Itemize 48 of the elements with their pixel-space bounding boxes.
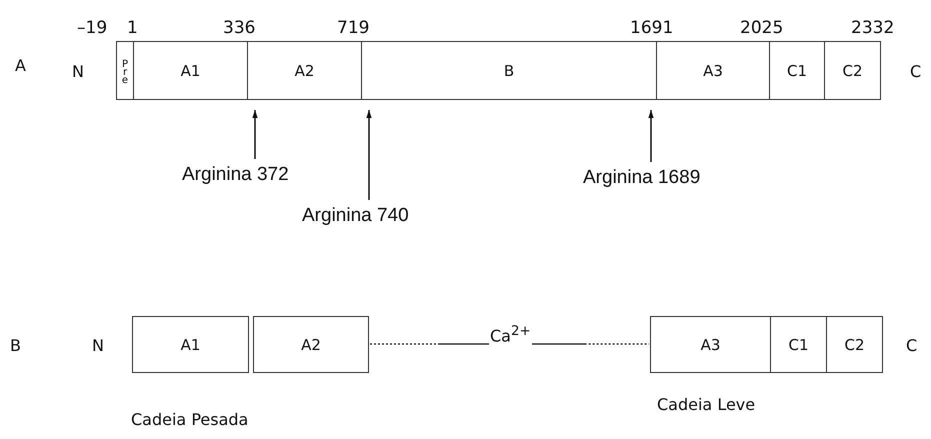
residue-number: 1 (127, 20, 138, 37)
domain-box (361, 41, 657, 100)
cleavage-site-label: Arginina 1689 (583, 168, 700, 187)
connector-line (532, 343, 649, 345)
terminus-label: C (910, 64, 922, 80)
terminus-label: N (72, 64, 84, 80)
ion-label: Ca$^{2+}$ (490, 325, 531, 344)
domain-label: C2 (844, 336, 865, 354)
domain-box (824, 41, 881, 100)
cleavage-site-label: Arginina 372 (182, 165, 289, 184)
domain-label: A1 (180, 62, 200, 80)
connector-line (370, 343, 489, 345)
panel-letter: B (10, 338, 21, 354)
residue-number: 719 (337, 20, 370, 37)
residue-number: 1691 (630, 20, 674, 37)
domain-box (770, 316, 827, 373)
cleavage-site-label: Arginina 740 (302, 206, 409, 225)
terminus-label: C (906, 338, 918, 354)
domain-label: C1 (786, 62, 808, 80)
domain-label: A2 (294, 62, 314, 80)
domain-label: A3 (700, 336, 720, 354)
residue-number: –19 (77, 20, 108, 37)
chain-label: Cadeia Leve (657, 397, 756, 413)
domain-label: C2 (842, 62, 863, 80)
residue-number: 2025 (740, 20, 784, 37)
domain-box (133, 41, 248, 100)
domain-label: Pre (120, 58, 130, 82)
domain-box (247, 41, 362, 100)
domain-label: A2 (301, 336, 321, 354)
domain-box (656, 41, 770, 100)
domain-label: A1 (180, 336, 200, 354)
domain-box (650, 316, 771, 373)
leader-line (252, 110, 258, 159)
domain-label: A3 (703, 62, 723, 80)
terminus-label: N (92, 338, 104, 354)
leader-line (648, 110, 654, 162)
domain-box (116, 41, 134, 100)
leader-line (366, 110, 372, 200)
residue-number: 2332 (851, 20, 894, 37)
domain-label: B (504, 62, 514, 80)
residue-number: 336 (223, 20, 256, 37)
panel-letter: A (15, 58, 26, 74)
domain-box (132, 316, 249, 373)
domain-label: C1 (788, 336, 809, 354)
domain-box (826, 316, 883, 373)
domain-box (769, 41, 825, 100)
domain-box (253, 316, 369, 373)
chain-label: Cadeia Pesada (131, 412, 248, 428)
